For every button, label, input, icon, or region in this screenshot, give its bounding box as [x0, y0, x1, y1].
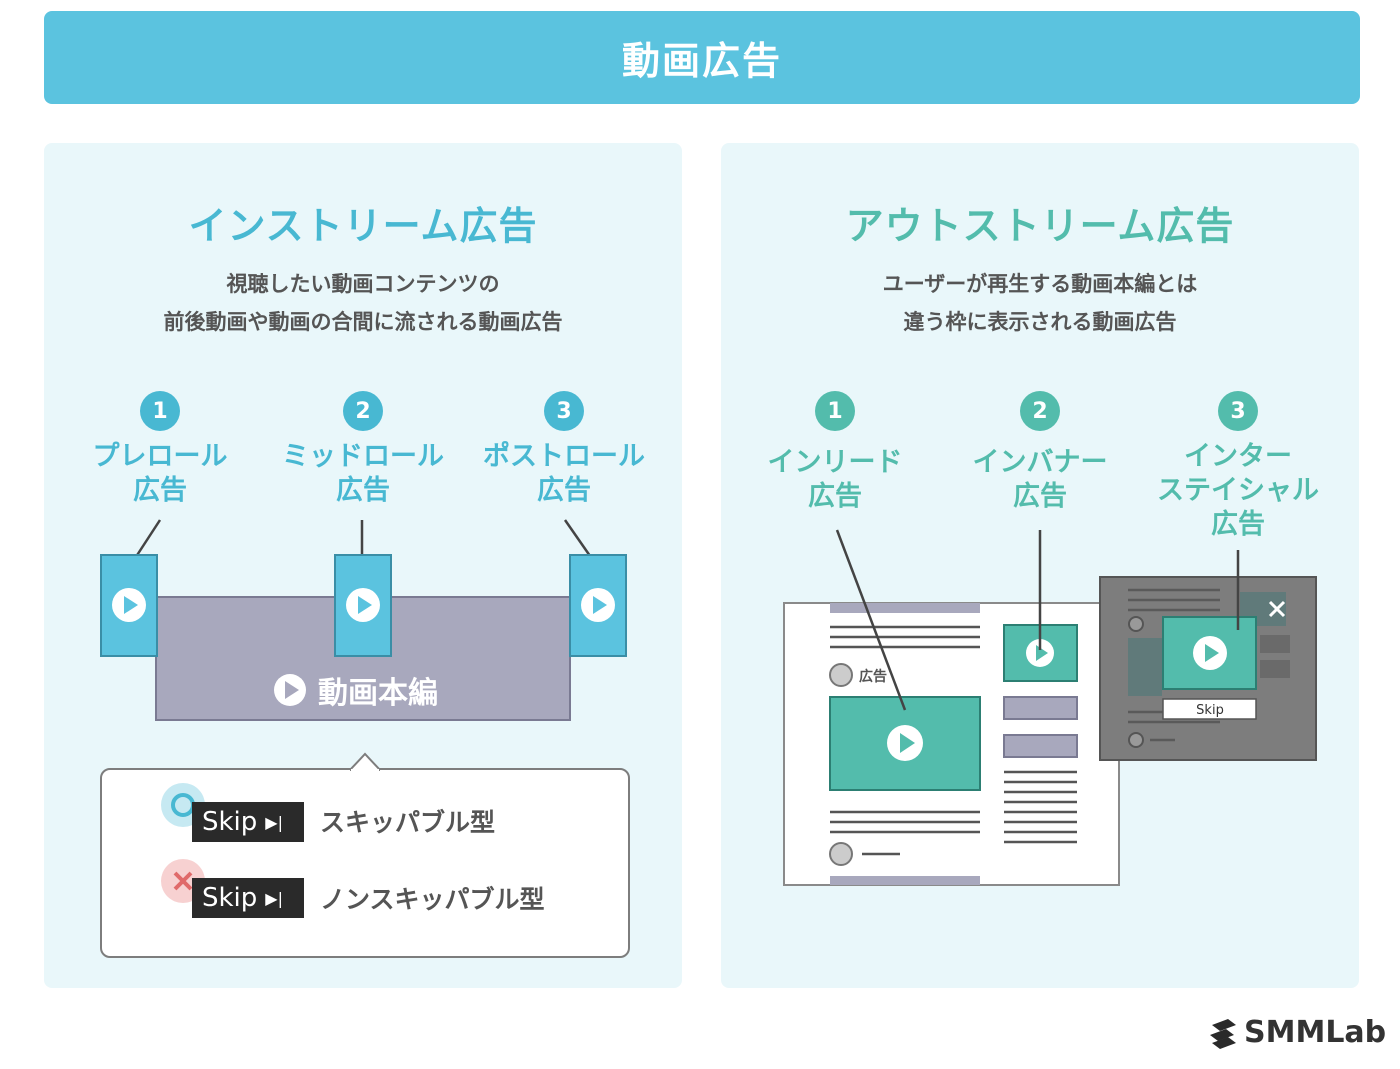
outstream-description-line-1: ユーザーが再生する動画本編とは — [882, 272, 1198, 296]
postroll-number: 3 — [544, 391, 584, 431]
interstitial-skip-text: Skip — [1196, 703, 1224, 718]
nonskippable-label: ノンスキッパブル型 — [320, 885, 545, 914]
inbanner-label-line-1: インバナー — [972, 447, 1108, 478]
instream-title: インストリーム広告 — [188, 204, 538, 248]
inread-label-line-1: インリード — [767, 447, 903, 478]
preroll-label-line-1: プレロール — [92, 441, 228, 472]
skip-text: Skip — [202, 883, 258, 913]
midroll-label: ミッドロール 広告 — [253, 440, 473, 508]
inbanner-label-line-2: 広告 — [1013, 481, 1067, 512]
skip-forward-icon: ▶| — [265, 812, 283, 832]
preroll-number: 1 — [140, 391, 180, 431]
inbanner-number: 2 — [1020, 391, 1060, 431]
avatar — [829, 663, 853, 687]
skip-text: Skip — [202, 807, 258, 837]
outstream-illustration: 広告 Skip — [783, 529, 1317, 886]
interstitial-skip-button — [1162, 698, 1257, 720]
main-video-label: 動画本編 — [318, 676, 438, 711]
instream-illustration — [100, 519, 627, 721]
outstream-description-line-2: 違う枠に表示される動画広告 — [903, 310, 1177, 334]
interstitial-label-line-1: インター — [1184, 441, 1292, 472]
inread-number: 1 — [815, 391, 855, 431]
preroll-label: プレロール 広告 — [50, 440, 270, 508]
smmlab-logo-icon — [1210, 1019, 1236, 1049]
instream-description: 視聴したい動画コンテンツの 前後動画や動画の合間に流される動画広告 — [44, 265, 682, 341]
interstitial-number: 3 — [1218, 391, 1258, 431]
nonskippable-skip-button: Skip ▶| — [192, 878, 304, 918]
inread-label: インリード 広告 — [725, 446, 945, 514]
outstream-title: アウトストリーム広告 — [845, 204, 1235, 248]
outstream-description: ユーザーが再生する動画本編とは 違う枠に表示される動画広告 — [721, 265, 1359, 341]
skip-forward-icon: ▶| — [265, 888, 283, 908]
inread-leader — [835, 529, 907, 711]
skippable-skip-button: Skip ▶| — [192, 802, 304, 842]
interstitial-label-line-3: 広告 — [1211, 509, 1265, 540]
close-icon — [1268, 600, 1286, 618]
preroll-label-line-2: 広告 — [133, 475, 187, 506]
interstitial-label: インター ステイシャル 広告 — [1128, 440, 1348, 542]
instream-description-line-1: 視聴したい動画コンテンツの — [226, 272, 500, 296]
midroll-label-line-1: ミッドロール — [282, 441, 444, 472]
inread-ad-tag: 広告 — [859, 668, 887, 685]
postroll-label-line-1: ポストロール — [483, 441, 645, 472]
smmlab-logo: SMMLab — [1206, 1012, 1386, 1052]
inread-label-line-2: 広告 — [808, 481, 862, 512]
avatar — [829, 842, 853, 866]
skip-box-pointer — [350, 752, 380, 772]
postroll-label: ポストロール 広告 — [454, 440, 674, 508]
postroll-label-line-2: 広告 — [537, 475, 591, 506]
skippable-label: スキッパブル型 — [320, 808, 496, 837]
instream-description-line-2: 前後動画や動画の合間に流される動画広告 — [163, 310, 563, 334]
inbanner-label: インバナー 広告 — [930, 446, 1150, 514]
smmlab-logo-text: SMMLab — [1244, 1014, 1387, 1050]
midroll-number: 2 — [343, 391, 383, 431]
page-title: 動画広告 — [44, 11, 1360, 104]
interstitial-label-line-2: ステイシャル — [1157, 475, 1319, 506]
midroll-label-line-2: 広告 — [336, 475, 390, 506]
